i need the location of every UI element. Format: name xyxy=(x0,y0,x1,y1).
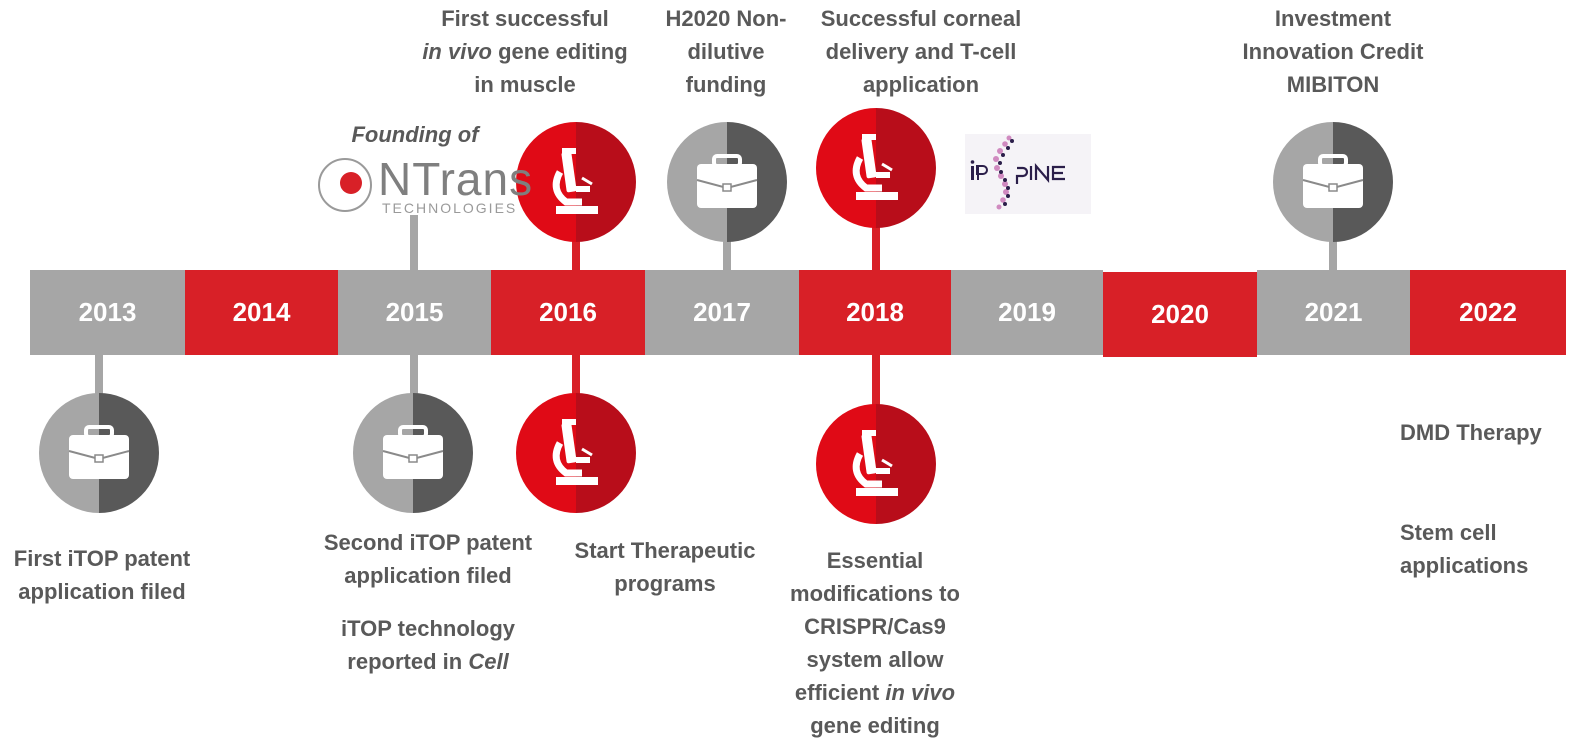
connector-2017 xyxy=(723,240,731,270)
connector-2016-down xyxy=(572,355,580,395)
microscope-circle-2016-bottom xyxy=(516,393,636,513)
year-2021: 2021 xyxy=(1257,270,1410,355)
briefcase-icon xyxy=(382,425,444,479)
ipspine-logo: iPSPINE xyxy=(965,134,1091,214)
label-2016-below: Start Therapeutic programs xyxy=(574,538,756,596)
microscope-icon xyxy=(852,430,898,496)
microscope-icon xyxy=(852,134,898,200)
connector-2016-up xyxy=(572,240,580,270)
connector-2015-down xyxy=(410,355,418,395)
ntrans-logo-dot xyxy=(340,172,362,194)
briefcase-icon xyxy=(68,425,130,479)
microscope-circle-2016-top xyxy=(516,122,636,242)
connector-2021 xyxy=(1329,240,1337,270)
year-2013: 2013 xyxy=(30,270,185,355)
ntrans-logo-sub: TECHNOLOGIES xyxy=(382,200,518,216)
label-2022-stem: Stem cell applications xyxy=(1400,520,1529,578)
microscope-circle-2018-top xyxy=(816,108,936,228)
label-2017-above: H2020 Non-dilutive funding xyxy=(665,6,787,97)
label-2018-above: Successful corneal delivery and T-cell a… xyxy=(820,6,1022,97)
label-2015-below-1: Second iTOP patent application filed xyxy=(323,530,533,588)
label-2022-dmd: DMD Therapy xyxy=(1400,420,1542,445)
ntrans-logo: NTrans TECHNOLOGIES xyxy=(316,152,532,222)
year-2022: 2022 xyxy=(1410,270,1566,355)
briefcase-circle-2013 xyxy=(39,393,159,513)
briefcase-icon xyxy=(696,154,758,208)
year-2020: 2020 xyxy=(1103,272,1257,357)
year-2018: 2018 xyxy=(799,270,951,355)
year-2019: 2019 xyxy=(951,270,1103,355)
label-2021-above: Investment Innovation Credit MIBITON xyxy=(1242,6,1424,97)
label-2013-below: First iTOP patent application filed xyxy=(13,546,191,604)
briefcase-circle-2017 xyxy=(667,122,787,242)
microscope-icon xyxy=(552,148,598,214)
microscope-icon xyxy=(552,419,598,485)
ipspine-logo-text: iPSPINE xyxy=(1085,212,1089,214)
ntrans-logo-ring xyxy=(318,158,372,212)
ipspine-logo-graphic: iPSPINE xyxy=(970,135,1089,214)
connector-2018-up xyxy=(872,220,880,270)
year-2017: 2017 xyxy=(645,270,799,355)
briefcase-circle-2015 xyxy=(353,393,473,513)
year-2015: 2015 xyxy=(338,270,491,355)
year-2014: 2014 xyxy=(185,270,338,355)
microscope-circle-2018-bottom xyxy=(816,404,936,524)
connector-2015-up xyxy=(410,215,418,270)
label-2018-below: Essential modifications to CRISPR/Cas9 s… xyxy=(790,548,960,738)
label-2015-below-2: iTOP technology reported in Cell xyxy=(341,616,515,674)
ntrans-logo-name: NTrans xyxy=(378,153,534,205)
founding-label: Founding of xyxy=(351,122,479,147)
label-2016-above: First successful in vivo gene editing in… xyxy=(422,6,628,97)
connector-2013 xyxy=(95,355,103,395)
briefcase-icon xyxy=(1302,154,1364,208)
briefcase-circle-2021 xyxy=(1273,122,1393,242)
year-2016: 2016 xyxy=(491,270,645,355)
connector-2018-down xyxy=(872,355,880,405)
